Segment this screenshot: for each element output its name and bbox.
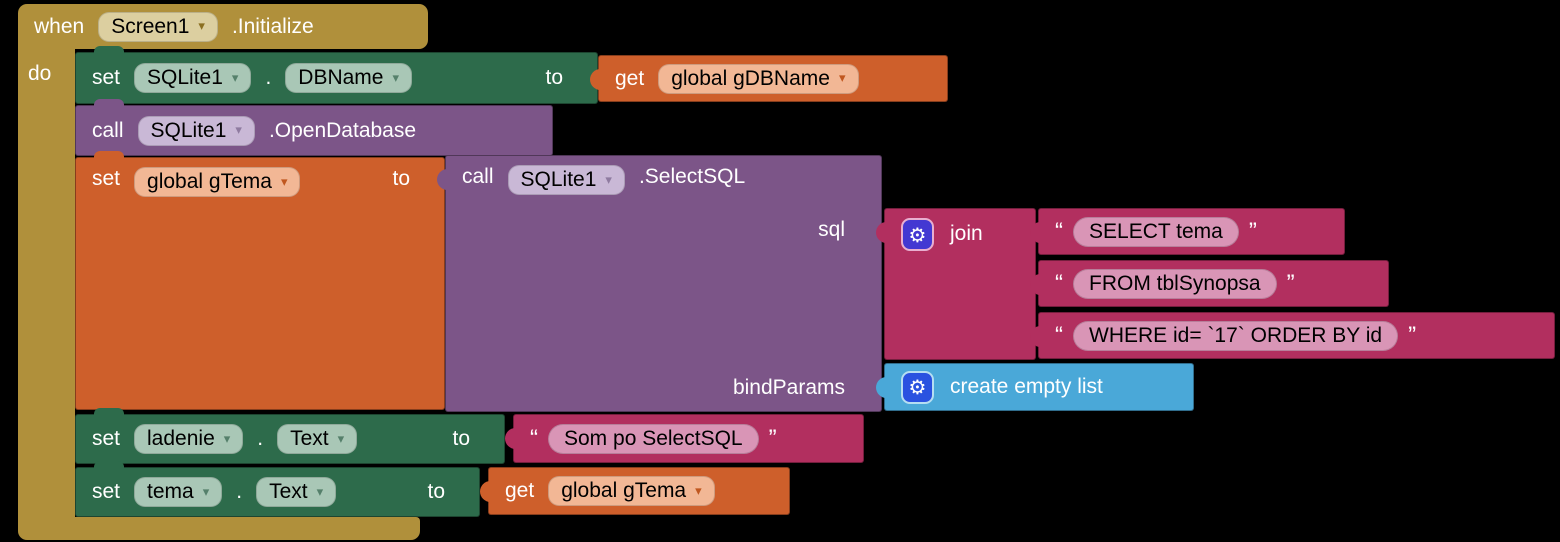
component-dropdown-sqlite1[interactable]: SQLite1 ▾ xyxy=(137,115,255,146)
property-dropdown-text[interactable]: Text ▾ xyxy=(277,424,358,454)
set-label: set xyxy=(92,66,121,89)
close-quote: ” xyxy=(1408,321,1417,349)
to-label: to xyxy=(427,480,445,503)
chevron-down-icon: ▾ xyxy=(280,174,288,190)
dot-label: . xyxy=(257,427,264,450)
chevron-down-icon: ▾ xyxy=(316,484,324,500)
block-string-from-tblsynopsa[interactable]: “ FROM tblSynopsa ” xyxy=(1030,260,1389,307)
when-block-spine[interactable] xyxy=(18,48,75,519)
call-label: call xyxy=(462,165,494,188)
param-label-bindparams: bindParams xyxy=(732,376,845,399)
dot-label: . xyxy=(236,480,243,503)
chevron-down-icon: ▾ xyxy=(231,70,239,86)
screen1-dropdown-value: Screen1 xyxy=(111,14,190,38)
block-string-select-tema[interactable]: “ SELECT tema ” xyxy=(1030,208,1345,255)
join-label: join xyxy=(950,222,983,245)
block-set-global-gtema[interactable]: set global gTema ▾ to xyxy=(75,151,445,410)
dot-label: . xyxy=(265,66,272,89)
block-when-screen1-initialize[interactable]: when Screen1 ▾ .Initialize xyxy=(18,4,428,49)
chevron-down-icon: ▾ xyxy=(838,71,846,86)
property-dropdown-dbname[interactable]: DBName ▾ xyxy=(285,63,413,93)
block-set-sqlite1-dbname[interactable]: set SQLite1 ▾ . DBName ▾ to xyxy=(75,46,598,104)
string-input[interactable]: FROM tblSynopsa xyxy=(1073,268,1277,299)
mutator-gear-icon[interactable]: ⚙ xyxy=(901,370,934,404)
method-label: .SelectSQL xyxy=(638,165,746,188)
get-label: get xyxy=(505,479,535,502)
variable-dropdown-value: global gDBName xyxy=(671,66,830,90)
component-dropdown-value: ladenie xyxy=(147,427,215,450)
component-dropdown-value: SQLite1 xyxy=(150,118,227,142)
component-dropdown-sqlite1[interactable]: SQLite1 ▾ xyxy=(507,165,625,195)
gear-glyph: ⚙ xyxy=(908,222,927,247)
close-quote: ” xyxy=(1248,217,1257,245)
variable-dropdown-value: global gTema xyxy=(147,170,272,193)
block-set-ladenie-text[interactable]: set ladenie ▾ . Text ▾ to xyxy=(75,408,505,464)
property-dropdown-text[interactable]: Text ▾ xyxy=(256,477,337,507)
block-string-where-order[interactable]: “ WHERE id= `17` ORDER BY id ” xyxy=(1030,312,1555,359)
open-quote: “ xyxy=(1055,321,1063,349)
get-label: get xyxy=(615,66,645,90)
component-dropdown-tema[interactable]: tema ▾ xyxy=(134,477,223,507)
block-create-empty-list[interactable]: ⚙ create empty list xyxy=(876,363,1194,411)
string-value: SELECT tema xyxy=(1089,219,1223,243)
string-input[interactable]: WHERE id= `17` ORDER BY id xyxy=(1073,320,1399,351)
chevron-down-icon: ▾ xyxy=(695,483,702,499)
string-input[interactable]: Som po SelectSQL xyxy=(548,423,759,454)
set-label: set xyxy=(92,427,121,450)
chevron-down-icon: ▾ xyxy=(605,172,612,188)
variable-dropdown-value: global gTema xyxy=(561,479,687,502)
chevron-down-icon: ▾ xyxy=(337,431,345,447)
to-label: to xyxy=(392,167,410,190)
property-dropdown-value: Text xyxy=(290,427,329,450)
block-join[interactable]: ⚙ join xyxy=(876,208,1036,360)
chevron-down-icon: ▾ xyxy=(202,484,210,500)
chevron-down-icon: ▾ xyxy=(392,70,400,86)
to-label: to xyxy=(545,66,563,89)
component-dropdown-value: tema xyxy=(147,480,194,503)
block-set-tema-text[interactable]: set tema ▾ . Text ▾ to xyxy=(75,461,480,517)
when-label: when xyxy=(34,14,85,38)
component-dropdown-value: SQLite1 xyxy=(520,168,597,191)
variable-dropdown-gtema[interactable]: global gTema ▾ xyxy=(134,167,301,197)
chevron-down-icon: ▾ xyxy=(198,19,205,34)
component-dropdown-sqlite1[interactable]: SQLite1 ▾ xyxy=(134,63,252,93)
to-label: to xyxy=(452,427,470,450)
call-label: call xyxy=(92,118,124,142)
string-value: Som po SelectSQL xyxy=(564,426,743,450)
param-label-sql: sql xyxy=(818,218,845,241)
block-string-som-po-selectsql[interactable]: “ Som po SelectSQL ” xyxy=(505,414,864,463)
mutator-gear-icon[interactable]: ⚙ xyxy=(901,218,934,251)
gear-glyph: ⚙ xyxy=(908,375,927,399)
block-get-gtema[interactable]: get global gTema ▾ xyxy=(480,467,790,515)
string-value: FROM tblSynopsa xyxy=(1089,271,1261,295)
close-quote: ” xyxy=(768,424,777,452)
block-get-gdbname[interactable]: get global gDBName ▾ xyxy=(590,55,948,102)
event-label: .Initialize xyxy=(231,14,314,38)
open-quote: “ xyxy=(530,424,538,452)
set-label: set xyxy=(92,167,121,190)
screen1-dropdown[interactable]: Screen1 ▾ xyxy=(98,11,218,42)
variable-dropdown-gdbname[interactable]: global gDBName ▾ xyxy=(658,63,859,94)
create-empty-list-label: create empty list xyxy=(950,375,1103,398)
block-call-selectsql[interactable]: call SQLite1 ▾ .SelectSQL sql bindParams xyxy=(437,155,882,412)
do-label: do xyxy=(28,62,52,85)
set-label: set xyxy=(92,480,121,503)
open-quote: “ xyxy=(1055,217,1063,245)
component-dropdown-value: SQLite1 xyxy=(147,66,223,89)
variable-dropdown-gtema[interactable]: global gTema ▾ xyxy=(548,476,715,506)
method-label: .OpenDatabase xyxy=(268,118,417,142)
string-input[interactable]: SELECT tema xyxy=(1073,216,1239,247)
string-value: WHERE id= `17` ORDER BY id xyxy=(1089,323,1383,347)
property-dropdown-value: DBName xyxy=(298,66,384,89)
component-dropdown-ladenie[interactable]: ladenie ▾ xyxy=(134,424,244,454)
property-dropdown-value: Text xyxy=(269,480,308,503)
block-call-opendatabase[interactable]: call SQLite1 ▾ .OpenDatabase xyxy=(75,99,553,156)
open-quote: “ xyxy=(1055,269,1063,297)
chevron-down-icon: ▾ xyxy=(235,123,242,138)
chevron-down-icon: ▾ xyxy=(223,431,231,447)
when-block-footer[interactable] xyxy=(18,517,420,540)
close-quote: ” xyxy=(1286,269,1295,297)
